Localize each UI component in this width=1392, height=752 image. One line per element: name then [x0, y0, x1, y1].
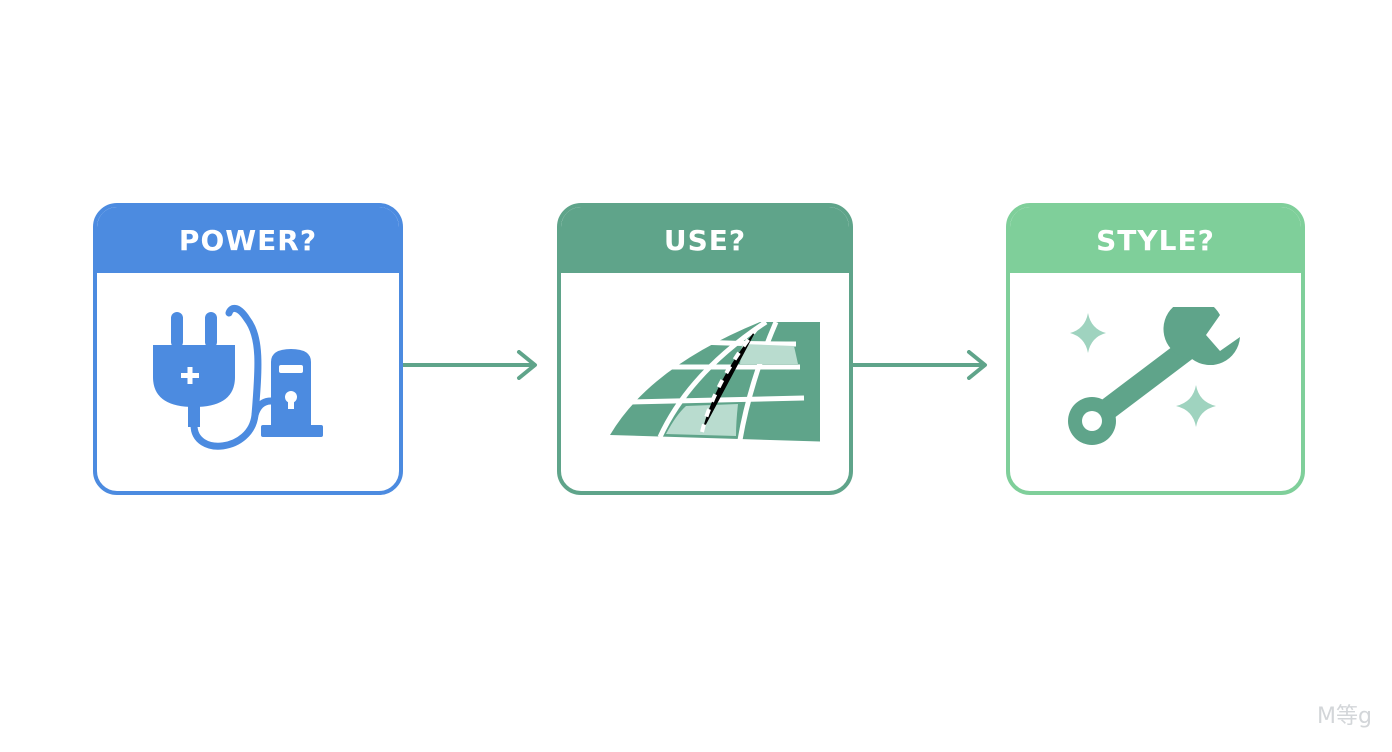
- step-card-power: POWER?: [93, 203, 403, 495]
- step-card-use: USE?: [557, 203, 853, 495]
- step-card-style: STYLE?: [1006, 203, 1305, 495]
- step-title-use: USE?: [561, 207, 849, 273]
- plug-charger-icon: [153, 305, 323, 450]
- arrow-power-to-use: [403, 350, 537, 380]
- step-title-style: STYLE?: [1010, 207, 1301, 273]
- step-title-power: POWER?: [97, 207, 399, 273]
- road-terrain-icon: [610, 319, 820, 442]
- wrench-sparkles-icon: [1067, 307, 1240, 445]
- watermark-logo: M等g: [1317, 704, 1372, 729]
- arrow-use-to-style: [853, 350, 987, 380]
